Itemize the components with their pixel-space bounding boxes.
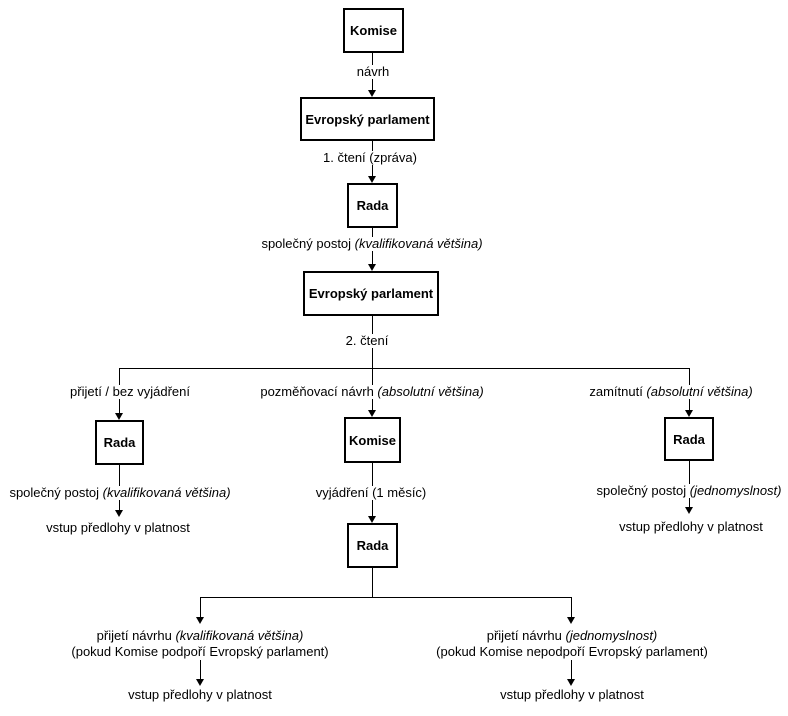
node-rada-mid: Rada bbox=[347, 523, 398, 568]
node-komise-top: Komise bbox=[343, 8, 404, 53]
arrow-down-icon bbox=[567, 679, 575, 686]
node-komise-mid: Komise bbox=[344, 417, 401, 463]
label-entry-into-force-right: vstup předlohy v platnost bbox=[617, 519, 765, 534]
label-branch-amend: pozměňovací návrh (absolutní většina) bbox=[258, 384, 486, 399]
label-branch-reject: zamítnutí (absolutní většina) bbox=[587, 384, 755, 399]
flow-line-split-horizontal bbox=[119, 368, 690, 369]
label-common-position-right: společný postoj (jednomyslnost) bbox=[594, 483, 784, 498]
label-adoption-unanimity-line1: přijetí návrhu (jednomyslnost) bbox=[484, 628, 660, 643]
label-second-reading: 2. čtení bbox=[343, 333, 391, 348]
arrow-down-icon bbox=[368, 176, 376, 183]
label-entry-into-force-bottom-left: vstup předlohy v platnost bbox=[126, 687, 274, 702]
label-common-position-left: společný postoj (kvalifikovaná většina) bbox=[7, 485, 233, 500]
label-navrh: návrh bbox=[354, 64, 392, 79]
arrow-down-icon bbox=[115, 413, 123, 420]
arrow-down-icon bbox=[196, 679, 204, 686]
label-branch-accept: přijetí / bez vyjádření bbox=[68, 384, 192, 399]
node-rada-right: Rada bbox=[664, 417, 714, 461]
flow-line-split2-left-drop bbox=[200, 597, 201, 618]
label-first-reading: 1. čtení (zpráva) bbox=[321, 150, 419, 165]
flow-line-bottom-left-down bbox=[200, 660, 201, 680]
label-adoption-qualified-line2: (pokud Komise podpoří Evropský parlament… bbox=[69, 644, 331, 659]
label-adoption-qualified-line1: přijetí návrhu (kvalifikovaná většina) bbox=[94, 628, 306, 643]
node-evropsky-parlament-second: Evropský parlament bbox=[303, 271, 439, 316]
arrow-down-icon bbox=[685, 410, 693, 417]
flow-line-split2-right-drop bbox=[571, 597, 572, 618]
label-common-position-1: společný postoj (kvalifikovaná většina) bbox=[259, 236, 485, 251]
label-adoption-unanimity-line2: (pokud Komise nepodpoří Evropský parlame… bbox=[434, 644, 710, 659]
label-entry-into-force-left: vstup předlohy v platnost bbox=[44, 520, 192, 535]
label-entry-into-force-bottom-right: vstup předlohy v platnost bbox=[498, 687, 646, 702]
arrow-down-icon bbox=[196, 617, 204, 624]
label-opinion-one-month: vyjádření (1 měsíc) bbox=[313, 485, 429, 500]
node-rada-left: Rada bbox=[95, 420, 144, 465]
arrow-down-icon bbox=[368, 90, 376, 97]
node-rada-first: Rada bbox=[347, 183, 398, 228]
flow-line-rada-mid-to-split2 bbox=[372, 568, 373, 597]
arrow-down-icon bbox=[115, 510, 123, 517]
arrow-down-icon bbox=[368, 516, 376, 523]
flow-line-bottom-right-down bbox=[571, 660, 572, 680]
arrow-down-icon bbox=[685, 507, 693, 514]
arrow-down-icon bbox=[368, 264, 376, 271]
arrow-down-icon bbox=[567, 617, 575, 624]
flow-line-split2-horizontal bbox=[200, 597, 572, 598]
arrow-down-icon bbox=[368, 410, 376, 417]
node-evropsky-parlament-first: Evropský parlament bbox=[300, 97, 435, 141]
